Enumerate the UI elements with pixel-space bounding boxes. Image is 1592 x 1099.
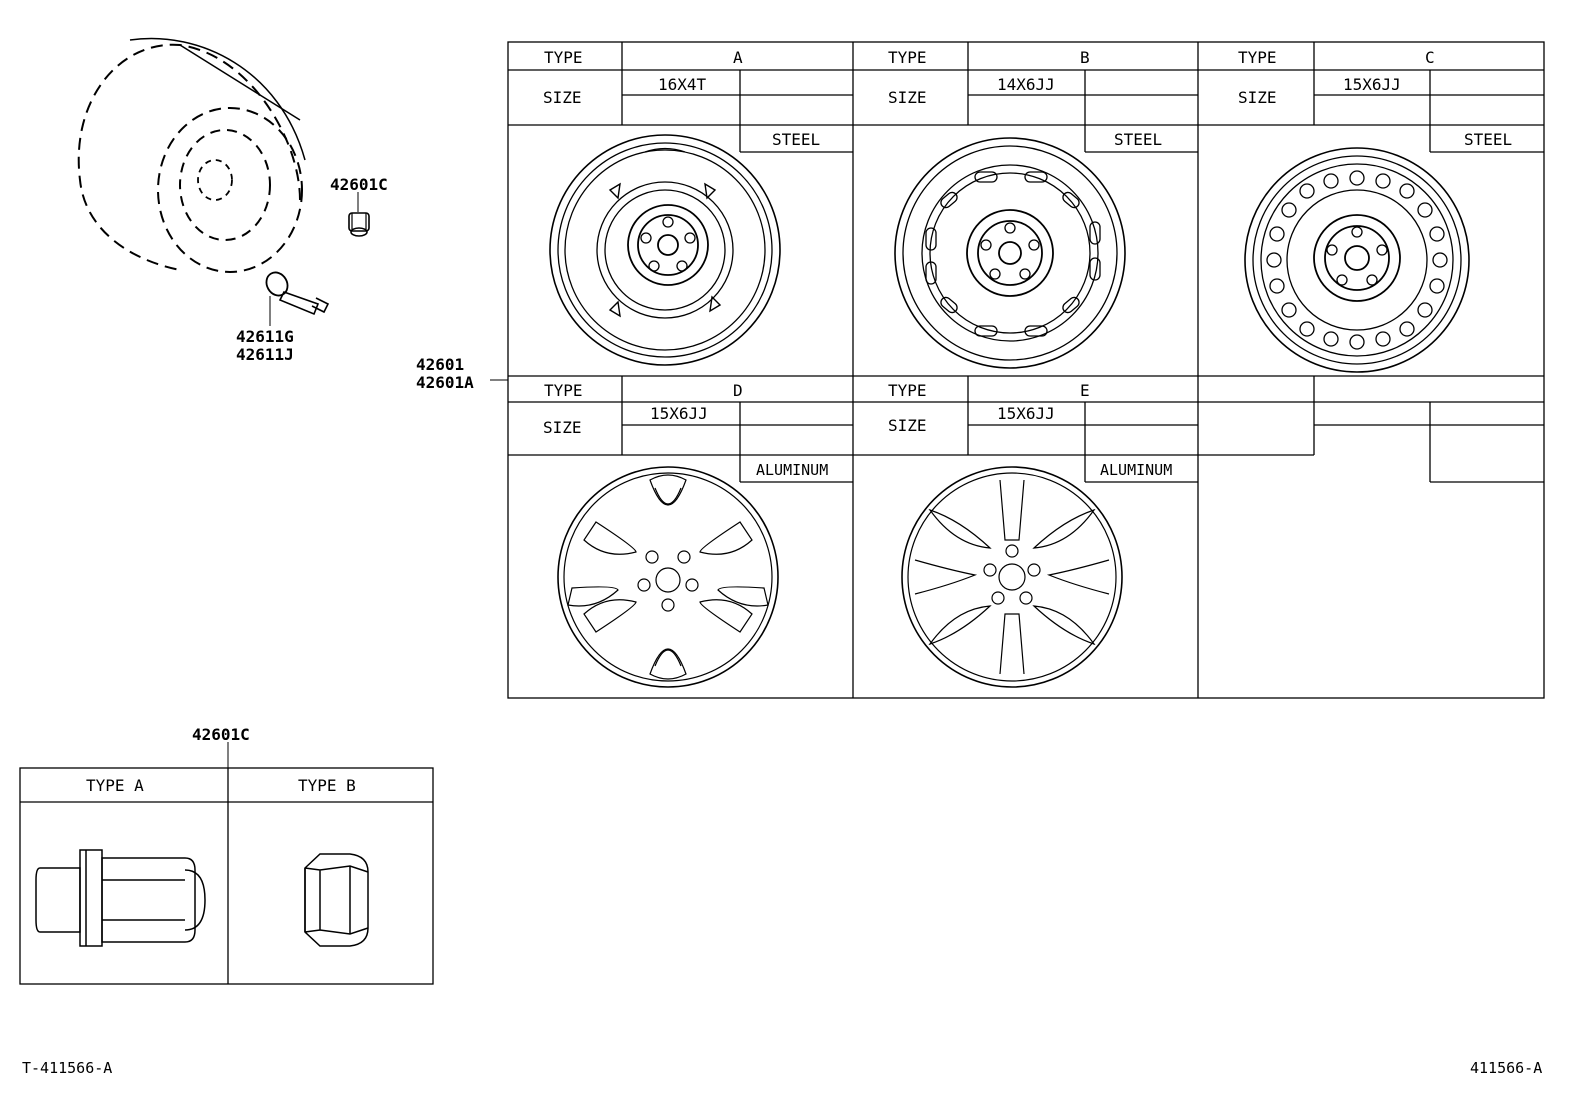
type-label-a: TYPE — [544, 48, 583, 67]
size-value-a: 16X4T — [658, 75, 707, 94]
type-value-d: D — [733, 381, 743, 400]
nut-type-b-label: TYPE B — [298, 776, 356, 795]
size-label-b: SIZE — [888, 88, 927, 107]
type-value-b: B — [1080, 48, 1090, 67]
callout-42601: 42601 — [416, 355, 464, 374]
nut-table-grid — [19, 767, 434, 985]
material-c: STEEL — [1464, 130, 1512, 149]
material-b: STEEL — [1114, 130, 1162, 149]
size-value-d: 15X6JJ — [650, 404, 708, 423]
type-value-e: E — [1080, 381, 1090, 400]
material-a: STEEL — [772, 130, 820, 149]
type-label-d: TYPE — [544, 381, 583, 400]
callout-42611g: 42611G — [236, 327, 294, 346]
lug-nut-small-icon — [348, 212, 370, 237]
type-label-c: TYPE — [1238, 48, 1277, 67]
wheel-table-grid — [507, 41, 1545, 699]
size-label-d: SIZE — [543, 418, 582, 437]
wheel-c-steel-icon — [1244, 147, 1470, 373]
lug-nut-type-b-icon — [304, 853, 369, 947]
size-value-c: 15X6JJ — [1343, 75, 1401, 94]
size-label-a: SIZE — [543, 88, 582, 107]
wheel-d-aluminum-icon — [557, 466, 779, 688]
wheel-e-aluminum-icon — [901, 466, 1123, 688]
size-label-c: SIZE — [1238, 88, 1277, 107]
footer-right-code: 411566-A — [1470, 1059, 1542, 1077]
spare-wheel-illustration — [77, 37, 306, 273]
row2-labels: TYPE D SIZE 15X6JJ ALUMINUM TYPE E SIZE … — [543, 381, 1172, 479]
nut-type-a-label: TYPE A — [86, 776, 144, 795]
type-label-b: TYPE — [888, 48, 927, 67]
row1-labels: TYPE A SIZE 16X4T STEEL TYPE B SIZE 14X6… — [543, 48, 1512, 149]
callout-42601a: 42601A — [416, 373, 474, 392]
size-value-e: 15X6JJ — [997, 404, 1055, 423]
valve-stem-icon — [265, 271, 330, 326]
lug-nut-type-a-icon — [35, 849, 206, 947]
size-label-e: SIZE — [888, 416, 927, 435]
material-e: ALUMINUM — [1100, 461, 1172, 479]
material-d: ALUMINUM — [756, 461, 828, 479]
wheel-b-steel-icon — [894, 137, 1126, 369]
type-value-a: A — [733, 48, 743, 67]
type-value-c: C — [1425, 48, 1435, 67]
size-value-b: 14X6JJ — [997, 75, 1055, 94]
callout-42601c-top: 42601C — [330, 175, 388, 194]
type-label-e: TYPE — [888, 381, 927, 400]
footer-left-code: T-411566-A — [22, 1059, 112, 1077]
callout-42611j: 42611J — [236, 345, 294, 364]
callout-42601c-table: 42601C — [192, 725, 250, 744]
wheel-a-steel-icon — [549, 134, 781, 366]
